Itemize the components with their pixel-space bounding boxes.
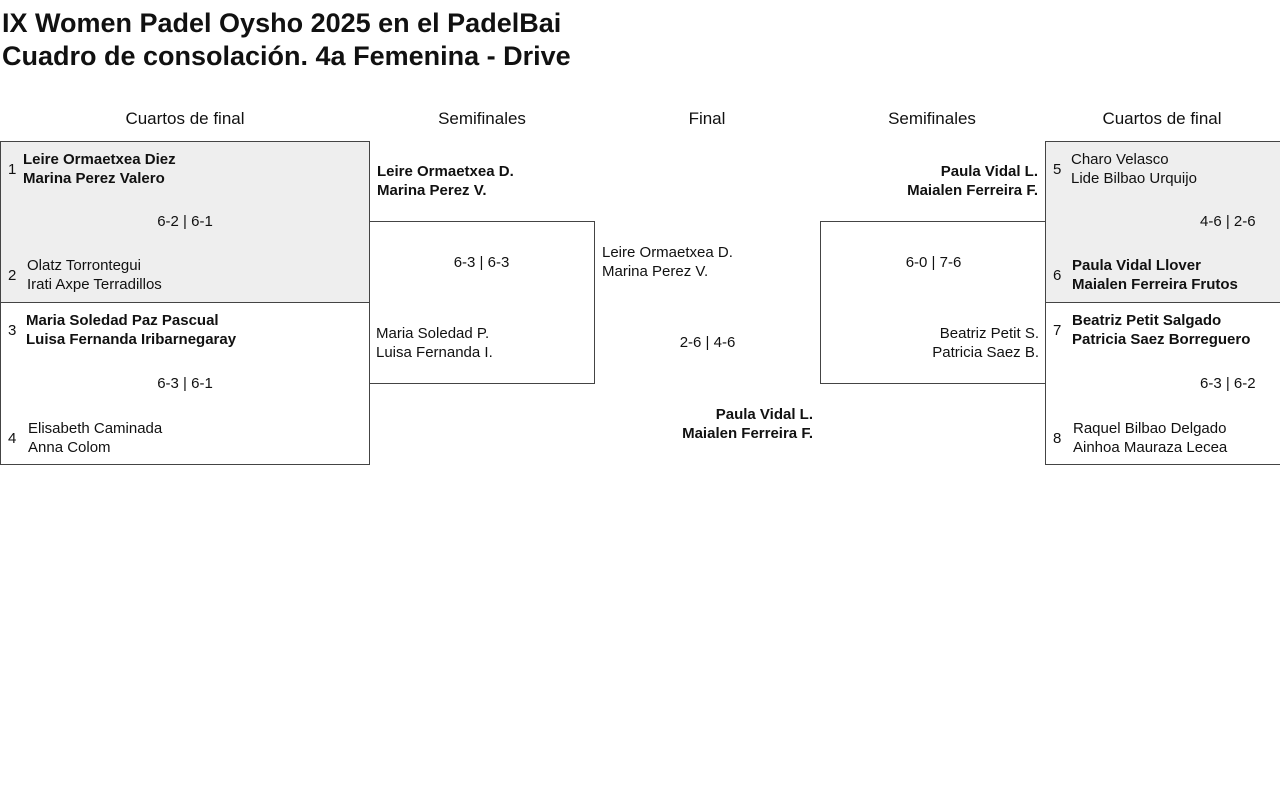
round-header-left-semifinals: Semifinales (438, 109, 526, 128)
round-header-right-semifinals: Semifinales (888, 109, 976, 128)
player-name: Leire Ormaetxea D. (377, 163, 514, 180)
seed: 2 (8, 267, 17, 284)
player-name: Patricia Saez B. (932, 344, 1039, 361)
player-name: Marina Perez V. (377, 182, 487, 199)
seed: 8 (1053, 430, 1062, 447)
match-score: 6-0 | 7-6 (905, 254, 962, 271)
final-score: 2-6 | 4-6 (679, 334, 736, 351)
right-sf-winner: Paula Vidal L. Maialen Ferreira F. (907, 162, 1038, 200)
player-name: Maria Soledad Paz Pascual (26, 312, 219, 329)
final-winner: Paula Vidal L. Maialen Ferreira F. (682, 405, 813, 443)
player-name: Patricia Saez Borreguero (1072, 331, 1251, 348)
player-name: Charo Velasco (1071, 151, 1169, 168)
round-header-final: Final (688, 109, 726, 128)
player-name: Maria Soledad P. (376, 325, 490, 342)
page-title: IX Women Padel Oysho 2025 en el PadelBai (2, 8, 562, 38)
match-score: 6-3 | 6-3 (453, 254, 510, 271)
round-header-right-quarterfinals: Cuartos de final (1102, 109, 1222, 128)
page-subtitle: Cuadro de consolación. 4a Femenina - Dri… (2, 41, 571, 71)
match-score: 4-6 | 2-6 (1200, 213, 1256, 230)
player-name: Luisa Fernanda I. (376, 344, 493, 361)
player-name: Olatz Torrontegui (27, 257, 141, 274)
seed: 7 (1053, 322, 1062, 339)
final-runner-up: Leire Ormaetxea D. Marina Perez V. (602, 243, 733, 281)
player-name: Anna Colom (28, 439, 111, 456)
player-name: Leire Ormaetxea Diez (23, 151, 176, 168)
player-name: Maialen Ferreira F. (907, 182, 1038, 199)
match-score: 6-3 | 6-1 (157, 375, 213, 392)
seed: 5 (1053, 161, 1062, 178)
seed: 4 (8, 430, 17, 447)
seed: 3 (8, 322, 17, 339)
player-name: Lide Bilbao Urquijo (1071, 170, 1197, 187)
match-score: 6-3 | 6-2 (1200, 375, 1256, 392)
player-name: Luisa Fernanda Iribarnegaray (26, 331, 237, 348)
right-sf-loser: Beatriz Petit S. Patricia Saez B. (932, 324, 1039, 362)
player-name: Marina Perez V. (602, 263, 709, 280)
seed: 6 (1053, 267, 1062, 284)
match-left-sf[interactable]: 6-3 | 6-3 Maria Soledad P. Luisa Fernanda… (369, 221, 595, 384)
player-name: Leire Ormaetxea D. (602, 244, 733, 261)
player-name: Paula Vidal L. (715, 406, 813, 423)
player-name: Ainhoa Mauraza Lecea (1073, 439, 1228, 456)
seed: 1 (8, 161, 17, 178)
player-name: Marina Perez Valero (23, 170, 165, 187)
player-name: Raquel Bilbao Delgado (1073, 420, 1227, 437)
round-header-left-quarterfinals: Cuartos de final (125, 109, 245, 128)
player-name: Paula Vidal Llover (1072, 257, 1201, 274)
left-sf-winner: Leire Ormaetxea D. Marina Perez V. (377, 162, 514, 200)
match-score: 6-2 | 6-1 (157, 213, 213, 230)
left-sf-loser: Maria Soledad P. Luisa Fernanda I. (376, 324, 493, 362)
player-name: Irati Axpe Terradillos (27, 276, 162, 293)
player-name: Beatriz Petit S. (939, 325, 1039, 342)
match-right-sf[interactable]: 6-0 | 7-6 Beatriz Petit S. Patricia Saez … (820, 221, 1046, 384)
player-name: Elisabeth Caminada (28, 420, 163, 437)
player-name: Maialen Ferreira F. (682, 425, 813, 442)
player-name: Paula Vidal L. (940, 163, 1038, 180)
player-name: Maialen Ferreira Frutos (1072, 276, 1238, 293)
player-name: Beatriz Petit Salgado (1072, 312, 1222, 329)
